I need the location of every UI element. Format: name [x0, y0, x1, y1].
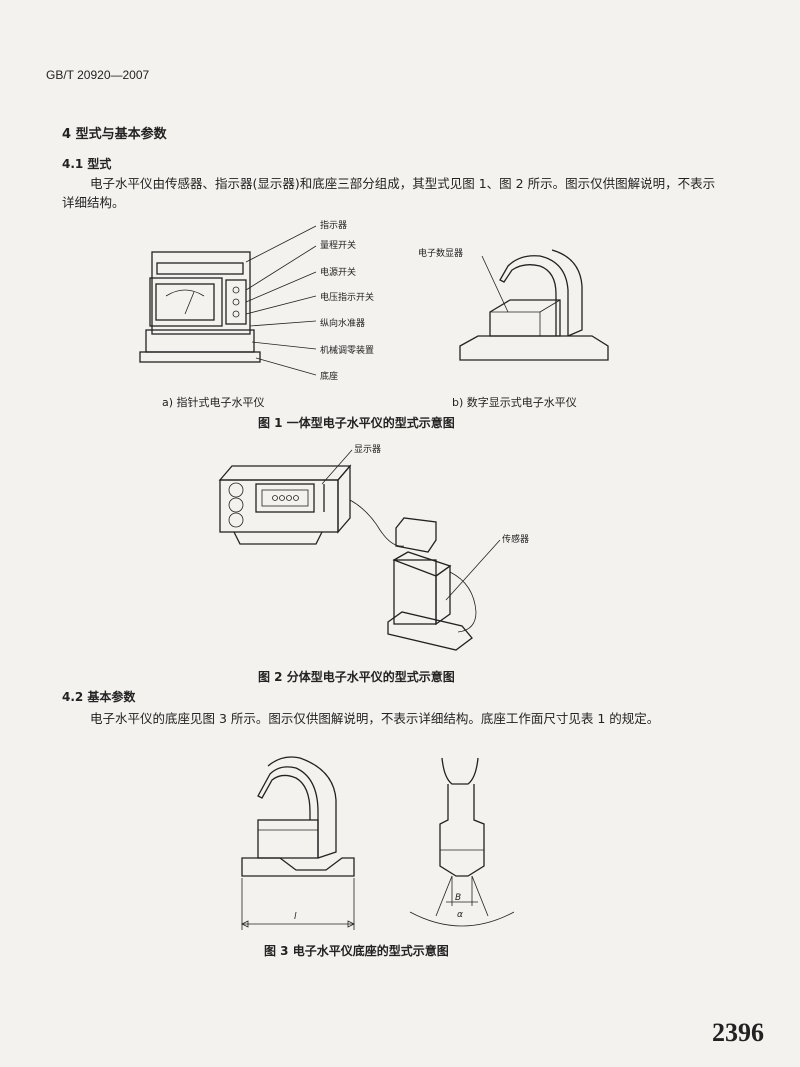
label-base: 底座: [320, 372, 339, 382]
figure-1b-subcaption: b) 数字显示式电子水平仪: [452, 396, 577, 409]
figure-1a-subcaption: a) 指针式电子水平仪: [162, 396, 265, 409]
section-4-2-paragraph: 电子水平仪的底座见图 3 所示。图示仅供图解说明，不表示详细结构。底座工作面尺寸…: [90, 711, 660, 726]
label-voltage-switch: 电压指示开关: [320, 293, 375, 303]
label-range-switch: 量程开关: [320, 241, 357, 251]
split-level-drawing: [218, 449, 501, 651]
dimension-l: l: [294, 912, 297, 922]
dimension-alpha: α: [457, 910, 463, 920]
standard-number: GB/T 20920—2007: [46, 68, 150, 82]
section-4-2-heading: 4.2 基本参数: [62, 690, 136, 704]
label-display-unit: 显示器: [354, 445, 382, 455]
label-power-switch: 电源开关: [320, 268, 357, 278]
figure-3-caption: 图 3 电子水平仪底座的型式示意图: [264, 944, 449, 958]
label-indicator: 指示器: [320, 221, 348, 231]
dimension-b: B: [455, 893, 462, 903]
section-4-heading: 4 型式与基本参数: [62, 127, 167, 142]
page-number: 2396: [712, 1018, 764, 1047]
digital-level-drawing: [459, 249, 609, 361]
base-drawing: [241, 756, 515, 930]
label-longitudinal-vial: 纵向水准器: [320, 319, 366, 329]
section-4-1-paragraph: 电子水平仪由传感器、指示器(显示器)和底座三部分组成，其型式见图 1、图 2 所…: [62, 176, 716, 210]
label-digital-display: 电子数显器: [418, 249, 464, 259]
figure-1-caption: 图 1 一体型电子水平仪的型式示意图: [258, 416, 455, 430]
section-4-1-heading: 4.1 型式: [62, 157, 112, 171]
figure-2-caption: 图 2 分体型电子水平仪的型式示意图: [258, 670, 455, 684]
label-sensor: 传感器: [502, 535, 530, 545]
analog-level-drawing: [139, 225, 317, 376]
label-zero-adjust: 机械调零装置: [320, 346, 375, 356]
